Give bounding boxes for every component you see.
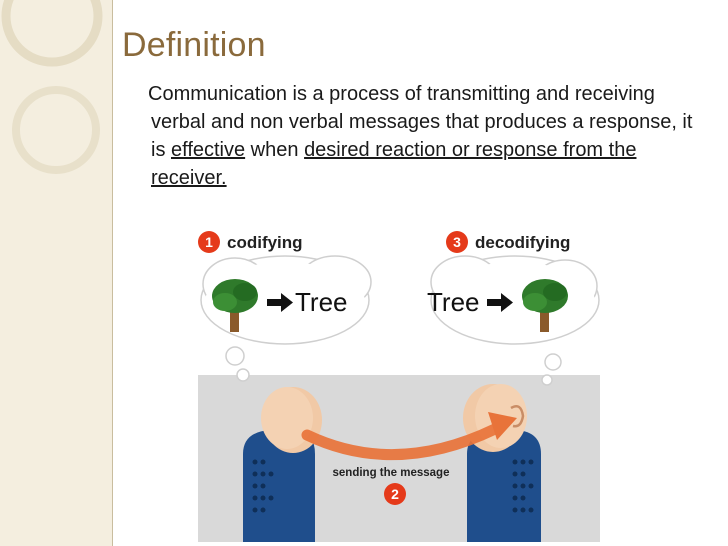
right-tree-word: Tree xyxy=(427,287,480,317)
right-thought-cloud xyxy=(430,255,600,386)
side-divider xyxy=(112,0,113,546)
page-title: Definition xyxy=(122,26,266,64)
step-1-number: 1 xyxy=(205,234,213,250)
left-tree-word: Tree xyxy=(295,287,348,317)
step-3-number: 3 xyxy=(453,234,461,250)
step-3-label: decodifying xyxy=(475,233,570,252)
decorative-rings xyxy=(1,0,103,174)
left-tree-icon xyxy=(212,279,258,332)
step-3-badge: 3 xyxy=(446,231,468,253)
step-2-label: sending the message xyxy=(333,467,450,479)
definition-text: Communication is a process of transmitti… xyxy=(148,80,711,192)
sender-person-icon xyxy=(243,387,322,542)
right-arrow-icon xyxy=(487,293,513,312)
step-1-label: codifying xyxy=(227,233,303,252)
definition-part-1: Communication is a process of transmitti… xyxy=(148,83,693,161)
desired-response-term: desired reaction or response from the re… xyxy=(151,139,637,189)
communication-diagram: 1 codifying 3 decodifying Tree xyxy=(198,231,600,542)
effective-term: effective xyxy=(171,139,246,161)
left-arrow-icon xyxy=(267,293,293,312)
left-thought-cloud xyxy=(200,255,372,382)
step-1-badge: 1 xyxy=(198,231,220,253)
step-2-badge: 2 xyxy=(384,483,406,505)
right-tree-icon xyxy=(522,279,568,332)
message-arrow-icon xyxy=(301,412,517,461)
step-2-number: 2 xyxy=(391,486,399,502)
definition-part-2: when xyxy=(245,139,305,161)
